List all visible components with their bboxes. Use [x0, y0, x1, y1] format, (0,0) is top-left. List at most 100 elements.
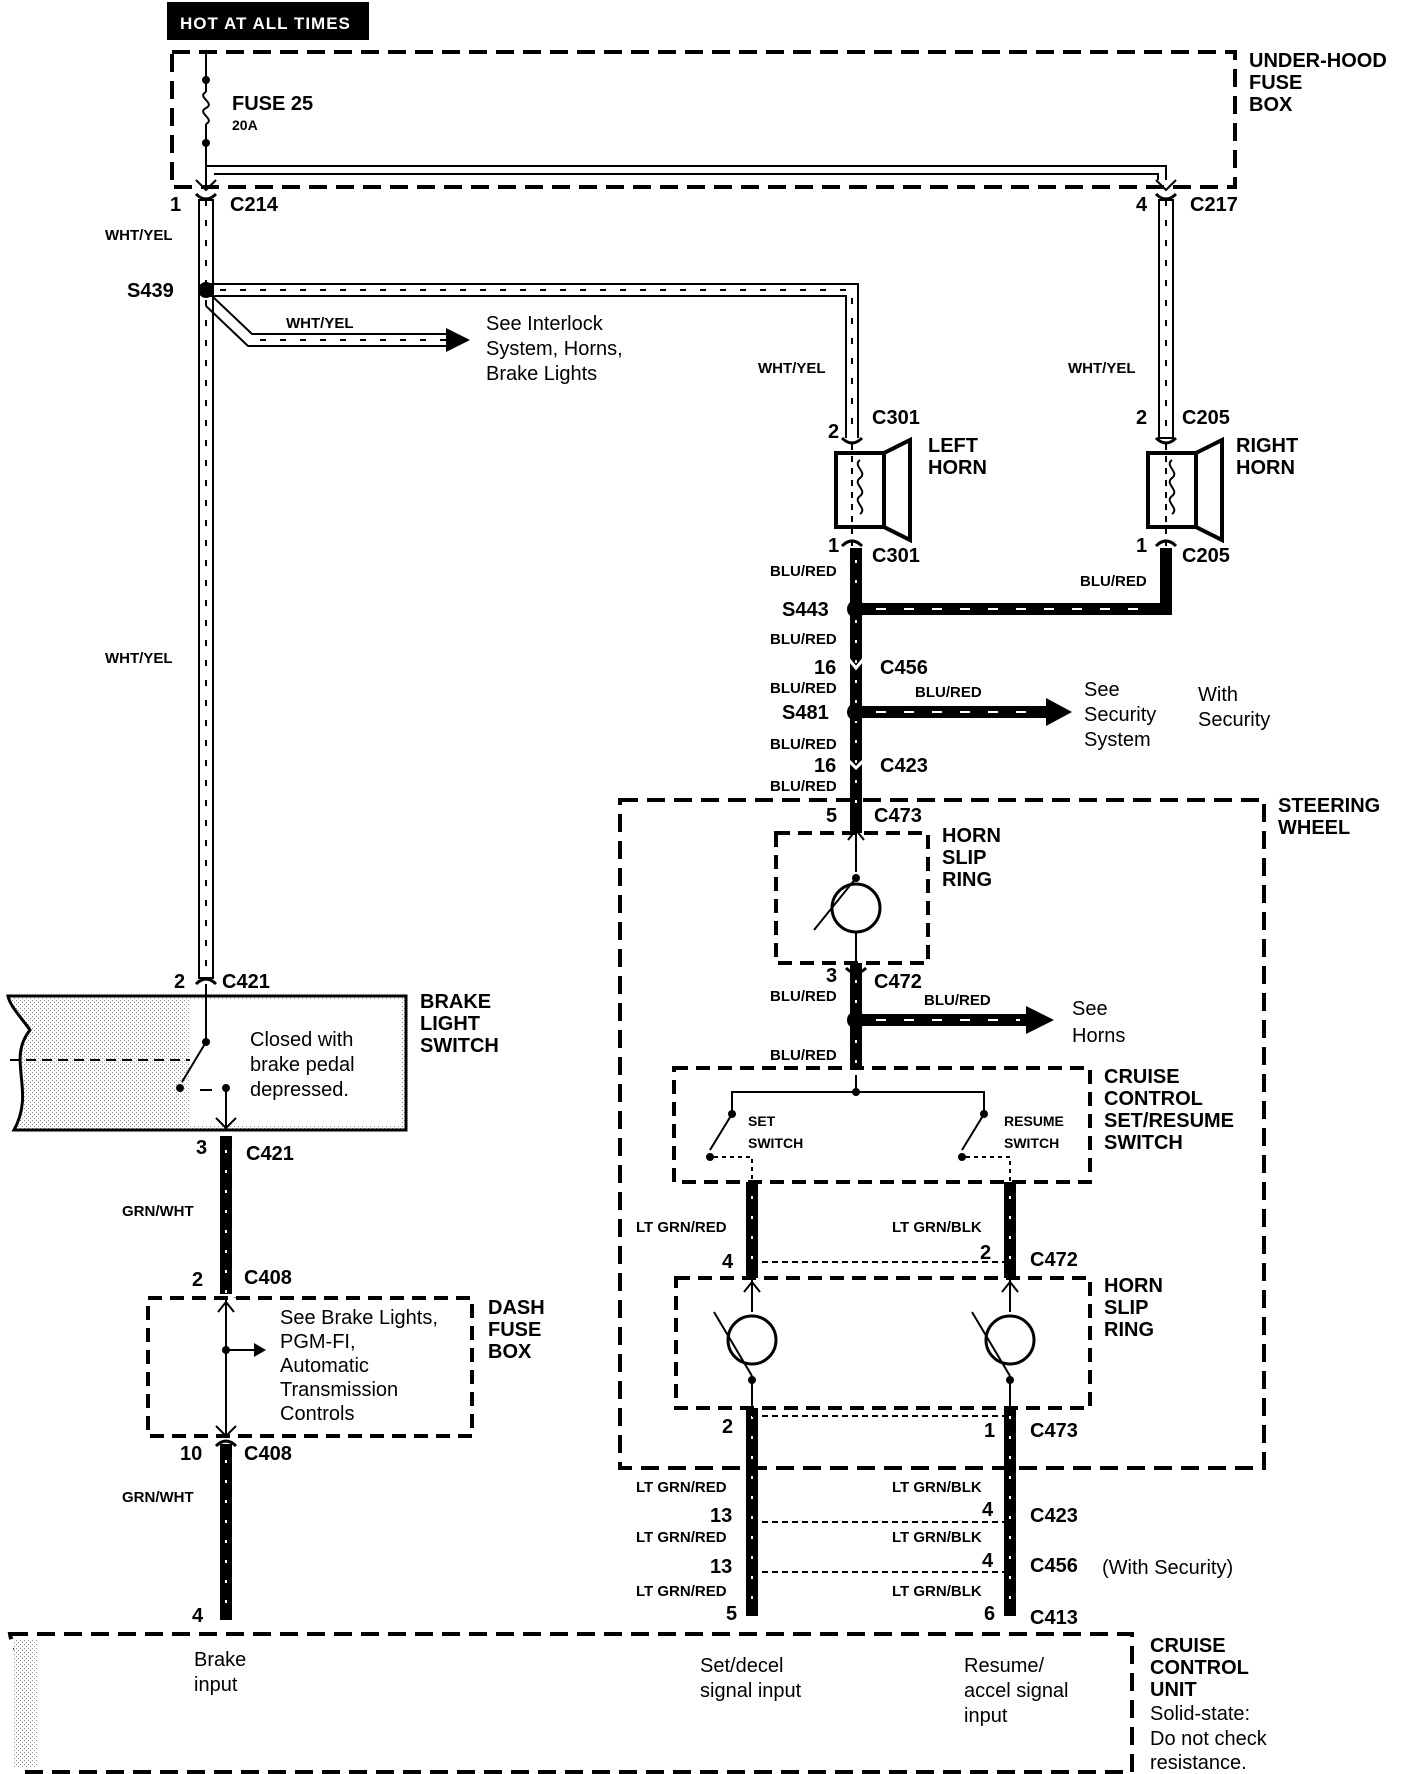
wire-blu-red-to-horns [856, 1006, 1054, 1034]
left-horn [834, 436, 912, 550]
wire-label-wht-yel-1: WHT/YEL [105, 227, 173, 244]
wire-label-lt-grn-blk-4: LT GRN/BLK [892, 1583, 982, 1600]
pin-c301-top: 2 [828, 421, 839, 443]
connector-c423-b: C423 [1030, 1505, 1078, 1527]
under-hood-fuse-box [170, 50, 1237, 189]
pin-c473-l: 2 [722, 1416, 733, 1438]
pin-c408-bot: 10 [180, 1443, 202, 1465]
connector-c421-top: C421 [222, 971, 270, 993]
connector-c456-a: C456 [880, 657, 928, 679]
brake-note-3: depressed. [250, 1079, 349, 1101]
dash-note-4: Transmission [280, 1379, 398, 1401]
cruise-unit-note-3: resistance. [1150, 1752, 1247, 1774]
connector-c413: C413 [1030, 1607, 1078, 1629]
wire-label-blu-red-9: BLU/RED [924, 992, 991, 1009]
wire-label-blu-red-6: BLU/RED [770, 736, 837, 753]
connector-c214: C214 [230, 194, 279, 216]
left-horn-label-1: LEFT [928, 435, 978, 457]
under-hood-label-3: BOX [1249, 94, 1293, 116]
cruise-switch-box [672, 1066, 1092, 1184]
connector-c423-a: C423 [880, 755, 928, 777]
note-interlock-2: System, Horns, [486, 338, 623, 360]
connector-c472-bot: C472 [1030, 1249, 1078, 1271]
slip-ring-2-label-3: RING [1104, 1319, 1154, 1341]
wire-label-wht-yel-5: WHT/YEL [1068, 360, 1136, 377]
pin-c408-top: 2 [192, 1269, 203, 1291]
note-horns-2: Horns [1072, 1025, 1125, 1047]
wire-label-wht-yel-2: WHT/YEL [105, 650, 173, 667]
connector-c205-top: C205 [1182, 407, 1230, 429]
with-security-paren: (With Security) [1102, 1557, 1233, 1579]
splice-label-s481: S481 [782, 702, 829, 724]
note-security-2: Security [1084, 704, 1156, 726]
wire-label-blu-red-1: BLU/RED [770, 563, 837, 580]
wire-label-grn-wht-2: GRN/WHT [122, 1489, 194, 1506]
wire-label-lt-grn-blk-3: LT GRN/BLK [892, 1529, 982, 1546]
pin-c205-bot: 1 [1136, 535, 1147, 557]
wire-wht-yel-right [1158, 199, 1174, 439]
set-switch-label-1: SET [748, 1113, 776, 1129]
slip-ring-1-label-2: SLIP [942, 847, 986, 869]
cruise-input-resume-3: input [964, 1705, 1008, 1727]
wire-wht-yel-left [198, 199, 214, 979]
slip-ring-1-label-1: HORN [942, 825, 1001, 847]
connector-c456-b: C456 [1030, 1555, 1078, 1577]
steering-label-2: WHEEL [1278, 817, 1350, 839]
cruise-switch-label-4: SWITCH [1104, 1132, 1183, 1154]
connector-c301-top: C301 [872, 407, 920, 429]
wire-label-blu-red-2: BLU/RED [1080, 573, 1147, 590]
connector-c408-top: C408 [244, 1267, 292, 1289]
pin-c421-top: 2 [174, 971, 185, 993]
wire-label-blu-red-4: BLU/RED [770, 680, 837, 697]
pin-c217: 4 [1136, 194, 1148, 216]
fuse-25 [202, 52, 210, 190]
brake-note-2: brake pedal [250, 1054, 355, 1076]
splice-s443 [847, 600, 865, 618]
wire-label-lt-grn-red-3: LT GRN/RED [636, 1529, 727, 1546]
brake-note-1: Closed with [250, 1029, 353, 1051]
pin-c472-r: 2 [980, 1242, 991, 1264]
under-hood-label-1: UNDER-HOOD [1249, 50, 1387, 72]
right-horn-label-2: HORN [1236, 457, 1295, 479]
pin-c214: 1 [170, 194, 181, 216]
wire-blu-red-right-horn [856, 548, 1172, 615]
wire-label-lt-grn-blk-1: LT GRN/BLK [892, 1219, 982, 1236]
connector-c472-top: C472 [874, 971, 922, 993]
fuse-box-internal-wire [206, 165, 1167, 180]
brake-switch-label-2: LIGHT [420, 1013, 480, 1035]
splice-label-s443: S443 [782, 599, 829, 621]
steering-label-1: STEERING [1278, 795, 1380, 817]
cruise-switch-label-2: CONTROL [1104, 1088, 1203, 1110]
resume-switch-label-2: SWITCH [1004, 1135, 1059, 1151]
wire-wht-yel-to-interlock [205, 295, 470, 352]
dash-label-3: BOX [488, 1341, 532, 1363]
set-switch-label-2: SWITCH [748, 1135, 803, 1151]
pin-c473-r: 1 [984, 1420, 995, 1442]
dash-note-1: See Brake Lights, [280, 1307, 438, 1329]
pin-c473-top: 5 [826, 805, 837, 827]
resume-switch-label-1: RESUME [1004, 1113, 1064, 1129]
hot-at-all-times-box [167, 2, 369, 40]
dash-label-1: DASH [488, 1297, 545, 1319]
slip-ring-1-label-3: RING [942, 869, 992, 891]
pin-c423-r: 4 [982, 1499, 994, 1521]
wire-label-lt-grn-red-2: LT GRN/RED [636, 1479, 727, 1496]
note-interlock-3: Brake Lights [486, 363, 597, 385]
wire-label-lt-grn-red-1: LT GRN/RED [636, 1219, 727, 1236]
slip-ring-2-label-1: HORN [1104, 1275, 1163, 1297]
note-horns-1: See [1072, 998, 1108, 1020]
cruise-input-set-2: signal input [700, 1680, 802, 1702]
wire-label-blu-red-3: BLU/RED [770, 631, 837, 648]
dash-fuse-box [146, 1296, 474, 1438]
steering-wheel-box [618, 798, 1266, 1470]
cruise-unit-label-1: CRUISE [1150, 1635, 1226, 1657]
pin-c423-l: 13 [710, 1505, 732, 1527]
cruise-input-brake-1: Brake [194, 1649, 246, 1671]
pin-c456-l: 13 [710, 1556, 732, 1578]
brake-switch-label-3: SWITCH [420, 1035, 499, 1057]
hot-at-all-times-label: HOT AT ALL TIMES [180, 14, 351, 33]
brake-switch-label-1: BRAKE [420, 991, 491, 1013]
dash-note-3: Automatic [280, 1355, 369, 1377]
cruise-input-set-1: Set/decel [700, 1655, 783, 1677]
right-horn [1146, 436, 1224, 550]
